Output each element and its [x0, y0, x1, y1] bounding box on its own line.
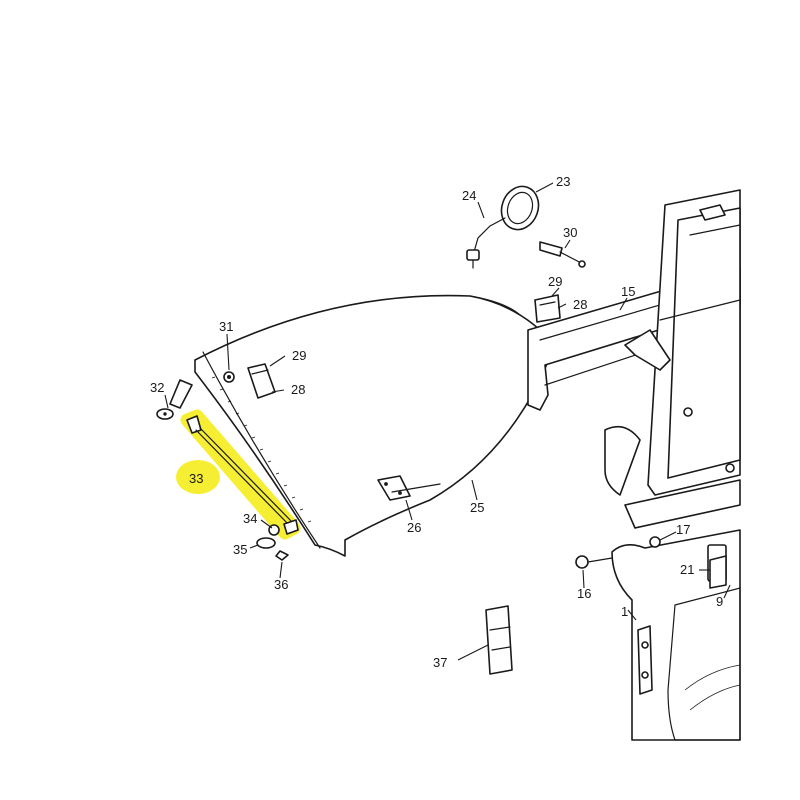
callout-23: 23	[556, 174, 570, 189]
callout-labels: 23 24 30 29 28 15 31 29 28 32 33 34 35 3…	[150, 174, 723, 670]
callout-30: 30	[563, 225, 577, 240]
callout-17: 17	[676, 522, 690, 537]
callout-33: 33	[189, 471, 203, 486]
callout-25: 25	[470, 500, 484, 515]
part-29-28-bracket-upper	[534, 294, 561, 323]
callout-35: 35	[233, 542, 247, 557]
callout-16: 16	[577, 586, 591, 601]
callout-1: 1	[621, 604, 628, 619]
callout-31: 31	[219, 319, 233, 334]
callout-36: 36	[274, 577, 288, 592]
body-side-panel	[611, 529, 741, 741]
part-37-catch	[485, 605, 513, 675]
part-30-clip	[539, 241, 586, 268]
callout-21: 21	[680, 562, 694, 577]
part-21-hinge-plate	[709, 555, 727, 589]
callout-28-upper: 28	[573, 297, 587, 312]
callout-15: 15	[621, 284, 635, 299]
callout-29-hood: 29	[292, 348, 306, 363]
callout-9: 9	[716, 594, 723, 609]
callout-34: 34	[243, 511, 257, 526]
mirror-assembly	[466, 185, 540, 269]
callout-37: 37	[433, 655, 447, 670]
callout-32: 32	[150, 380, 164, 395]
part-16-17-bolt	[575, 536, 661, 569]
hood-panel	[194, 294, 556, 557]
part-31-fastener	[223, 371, 235, 383]
part-33-stay-rod	[186, 415, 299, 535]
part-26-catch	[377, 475, 441, 501]
callout-29-upper: 29	[548, 274, 562, 289]
callout-28-hood: 28	[291, 382, 305, 397]
windscreen-frame	[527, 189, 741, 529]
callout-24: 24	[462, 188, 476, 203]
callout-26: 26	[407, 520, 421, 535]
part-32-hinge	[156, 379, 193, 420]
leader-lines	[164, 182, 731, 661]
